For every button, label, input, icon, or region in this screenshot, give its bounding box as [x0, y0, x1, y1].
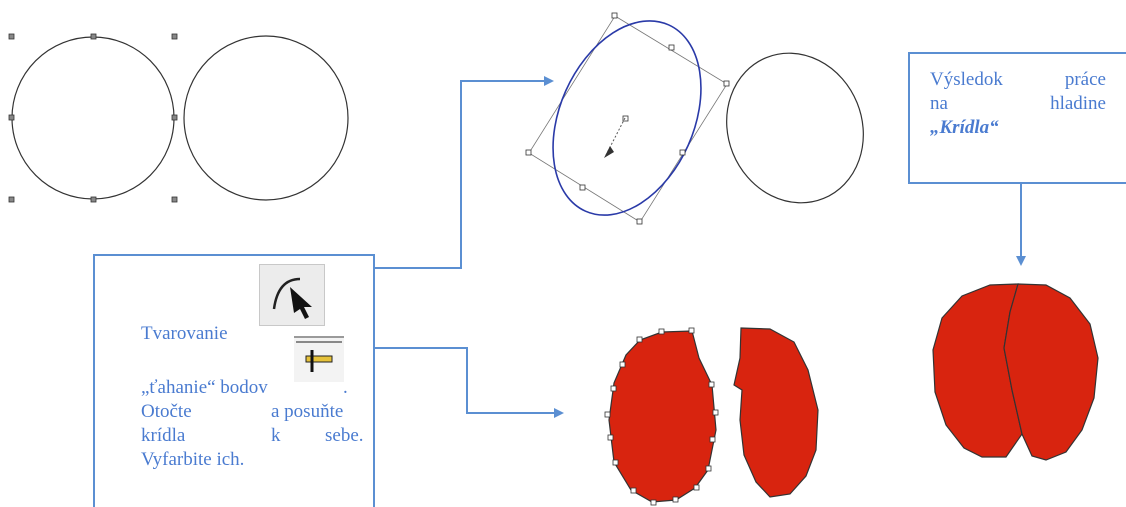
cursor-icon — [604, 146, 614, 158]
shaped-wings-group — [604, 327, 819, 506]
node-handles — [604, 327, 719, 506]
callout-text-k: k — [271, 425, 281, 446]
result-line-2: na hladine — [930, 92, 1106, 116]
final-wings-group — [932, 283, 1099, 461]
connector-arrows — [375, 76, 1026, 418]
right-circle — [183, 35, 349, 201]
callout-text-wings: krídla — [141, 425, 186, 446]
second-ellipse — [726, 52, 864, 204]
result-word-na: na — [930, 93, 948, 114]
arrow-to-shaped-wings — [375, 347, 564, 418]
result-word-hladine: hladine — [1050, 93, 1106, 114]
callout-text-color: Vyfarbite ich. — [141, 449, 245, 470]
callout-text-drag: „ťahanie“ bodov — [141, 377, 268, 398]
arrow-to-rotated-ellipse — [375, 76, 554, 269]
wing-right-shaped — [733, 327, 819, 498]
rotation-handles — [525, 12, 730, 225]
result-word-prace: práce — [1064, 69, 1106, 90]
result-line-1: Výsledok práce — [930, 68, 1106, 92]
shape-edit-tool-icon — [259, 264, 325, 326]
callout-text-together: sebe. — [325, 425, 364, 446]
rotated-ellipses-group — [525, 12, 864, 225]
wing-left-shaped — [608, 330, 717, 503]
circles-group — [8, 33, 349, 203]
layer-name: „Krídla“ — [930, 117, 999, 138]
callout-text-rotate: Otočte — [141, 401, 192, 422]
callout-comma: , — [339, 323, 344, 344]
left-circle — [11, 36, 175, 200]
result-word-vysledok: Výsledok — [930, 69, 1003, 90]
wing-right-final — [1003, 283, 1099, 461]
result-callout: Výsledok práce na hladine „Krídla“ — [908, 52, 1126, 184]
selection-handles — [8, 33, 178, 203]
callout-text-move: a posuňte — [271, 401, 344, 422]
callout-text-shape: Tvarovanie — [141, 323, 228, 344]
drag-node-tool-icon — [294, 336, 344, 382]
selected-ellipse — [552, 20, 702, 216]
callout-period: . — [343, 377, 348, 398]
